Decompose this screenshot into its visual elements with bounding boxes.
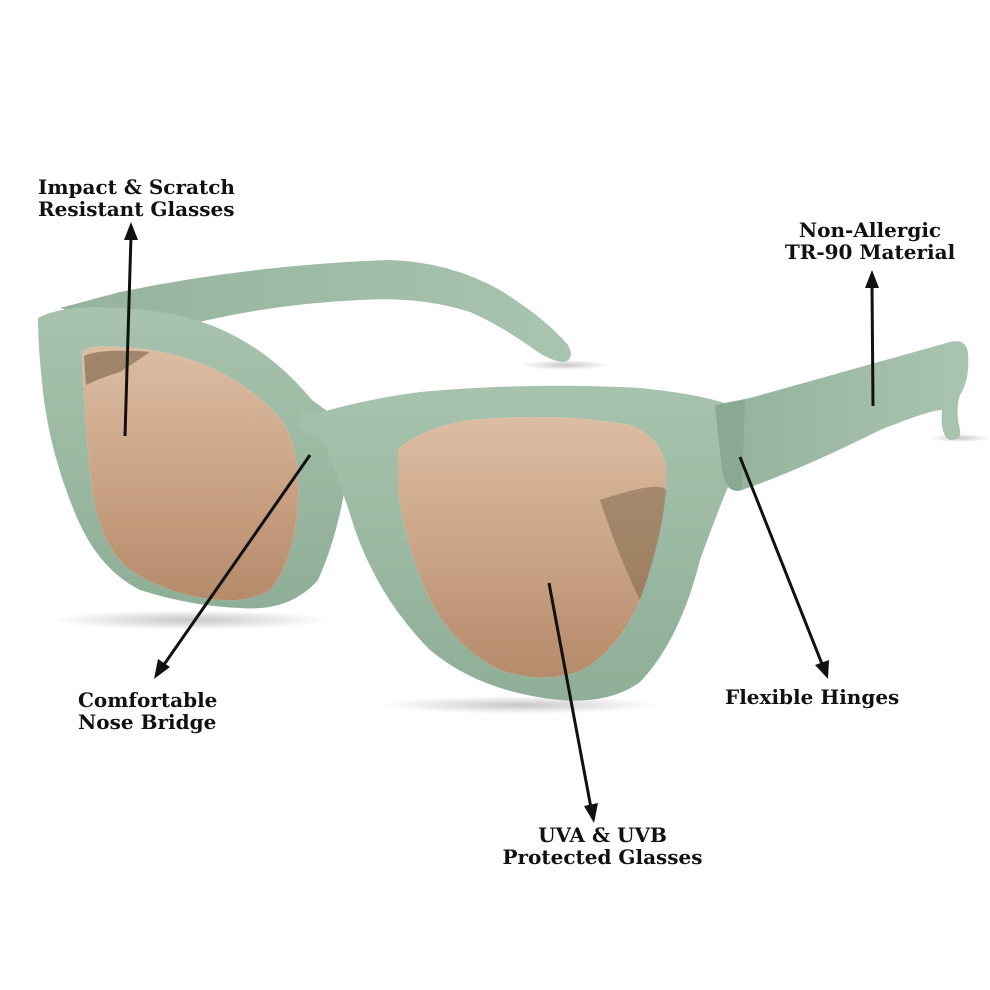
right-frame-rim bbox=[312, 385, 737, 701]
callout-non-allergic: Non-Allergic TR-90 Material bbox=[760, 219, 980, 263]
callout-hinges-line1: Flexible Hinges bbox=[725, 685, 900, 709]
callout-nose-bridge: Comfortable Nose Bridge bbox=[78, 689, 217, 733]
left-lens-reflection bbox=[84, 350, 150, 385]
hinge-block bbox=[715, 400, 745, 491]
callout-allergic-line1: Non-Allergic bbox=[798, 218, 942, 242]
arrow-uva bbox=[547, 582, 598, 823]
arrows bbox=[123, 222, 879, 823]
right-lens-reflection bbox=[600, 486, 666, 600]
arrow-impact bbox=[123, 222, 138, 437]
callout-impact-line2: Resistant Glasses bbox=[38, 197, 235, 221]
shadow-left bbox=[50, 610, 330, 630]
arrow-nose bbox=[154, 454, 312, 679]
callout-uva-line2: Protected Glasses bbox=[502, 845, 703, 869]
shadow-temple-near bbox=[930, 434, 990, 442]
arrow-hinges bbox=[738, 456, 829, 679]
shadow-temple-far bbox=[520, 360, 610, 370]
callout-nose-line1: Comfortable bbox=[78, 688, 218, 712]
left-lens bbox=[82, 346, 299, 601]
left-frame-rim bbox=[38, 307, 352, 609]
callout-uva-line1: UVA & UVB bbox=[538, 823, 667, 847]
callout-impact-line1: Impact & Scratch bbox=[38, 175, 235, 199]
nose-bridge bbox=[300, 410, 360, 460]
callout-uv-protection: UVA & UVB Protected Glasses bbox=[460, 824, 745, 868]
callout-flexible-hinges: Flexible Hinges bbox=[725, 686, 899, 708]
arrow-allergic bbox=[865, 270, 879, 407]
right-lens bbox=[398, 416, 667, 678]
near-temple-arm bbox=[715, 341, 969, 491]
shadow-right bbox=[380, 696, 660, 714]
callout-nose-line2: Nose Bridge bbox=[78, 710, 217, 734]
far-temple-arm bbox=[60, 260, 571, 362]
callout-impact-resistant: Impact & Scratch Resistant Glasses bbox=[38, 176, 235, 220]
callout-allergic-line2: TR-90 Material bbox=[784, 240, 956, 264]
